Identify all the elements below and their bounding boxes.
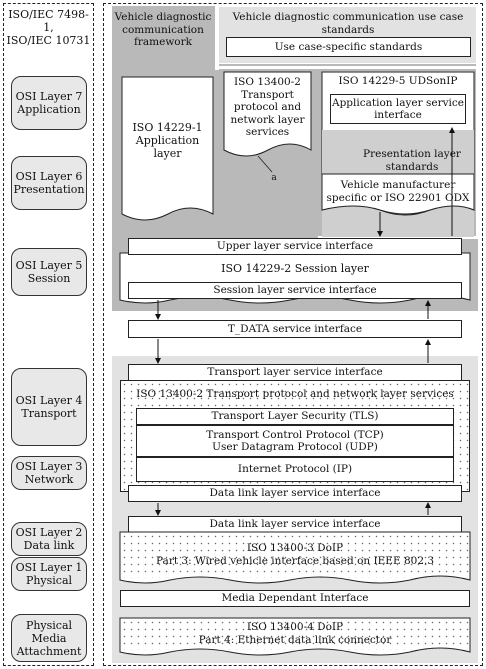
tls-box: Transport Layer Security (TLS) [136, 408, 454, 425]
vm-specific-shape [321, 173, 475, 215]
footnote-pointer [257, 155, 273, 173]
transport-layer-service-interface: Transport layer service interface [128, 364, 462, 381]
session-layer-service-interface: Session layer service interface [128, 282, 462, 299]
tcp-udp-box: Transport Control Protocol (TCP) User Da… [136, 425, 454, 457]
iso13400-2-top-shape [223, 71, 312, 157]
osi-layer-5: OSI Layer 5 Session [11, 248, 87, 296]
white-divider-vertical [215, 6, 219, 70]
iso13400-2-top-label: ISO 13400-2 Transport protocol and netwo… [230, 76, 305, 138]
osi-layer-6: OSI Layer 6 Presentation [11, 156, 87, 210]
osi-reference-column [3, 3, 94, 666]
doip4-dots [121, 619, 469, 650]
osi-layer-1: OSI Layer 1 Physical [11, 557, 87, 591]
footnote-a: a [271, 173, 277, 183]
upper-layer-service-interface: Upper layer service interface [128, 238, 462, 255]
presentation-layer-standards: Presentation layer standards [363, 148, 461, 173]
data-link-service-interface-upper: Data link layer service interface [128, 485, 462, 502]
osi-layer-7: OSI Layer 7 Application [11, 76, 87, 130]
media-dependant-interface: Media Dependant Interface [120, 590, 470, 607]
use-case-title: Vehicle diagnostic communication use cas… [232, 11, 464, 36]
use-case-specific-standards: Use case-specific standards [226, 37, 471, 57]
t-data-service-interface: T_DATA service interface [128, 320, 462, 338]
osi-physical-media-attachment: Physical Media Attachment [11, 614, 87, 662]
osi-layer-2: OSI Layer 2 Data link [11, 522, 87, 556]
osi-standard-title: ISO/IEC 7498-1, ISO/IEC 10731 [6, 8, 91, 47]
presentation-bg [322, 130, 474, 174]
white-divider-right [476, 6, 479, 238]
osi-layer-4: OSI Layer 4 Transport [11, 368, 87, 446]
doip4-label: ISO 13400-4 DoIP Part 4: Ethernet data l… [198, 621, 392, 646]
doip3-dots [121, 533, 469, 578]
session-layer-label: ISO 14229-2 Session layer [221, 262, 369, 275]
framework-title: Vehicle diagnostic communication framewo… [114, 11, 212, 48]
white-divider-bottom [318, 236, 479, 239]
framework-outer-frame [103, 3, 483, 666]
vm-specific-odx: Vehicle manufacturer specific or ISO 229… [326, 179, 470, 204]
iso14229-1-label: ISO 14229-1 Application layer [132, 121, 203, 160]
udsonip-title: ISO 14229-5 UDSonIP [338, 75, 458, 87]
doip3-label: ISO 13400-3 DoIP Part 3: Wired vehicle i… [155, 542, 435, 567]
osi-layer-3: OSI Layer 3 Network [11, 456, 87, 490]
iso14229-1-shape [121, 76, 214, 221]
white-divider-horizontal [215, 66, 478, 69]
ip-box: Internet Protocol (IP) [136, 457, 454, 482]
application-layer-service-interface: Application layer service interface [330, 94, 466, 124]
transport-protocol-label: ISO 13400-2 Transport protocol and netwo… [136, 388, 454, 400]
